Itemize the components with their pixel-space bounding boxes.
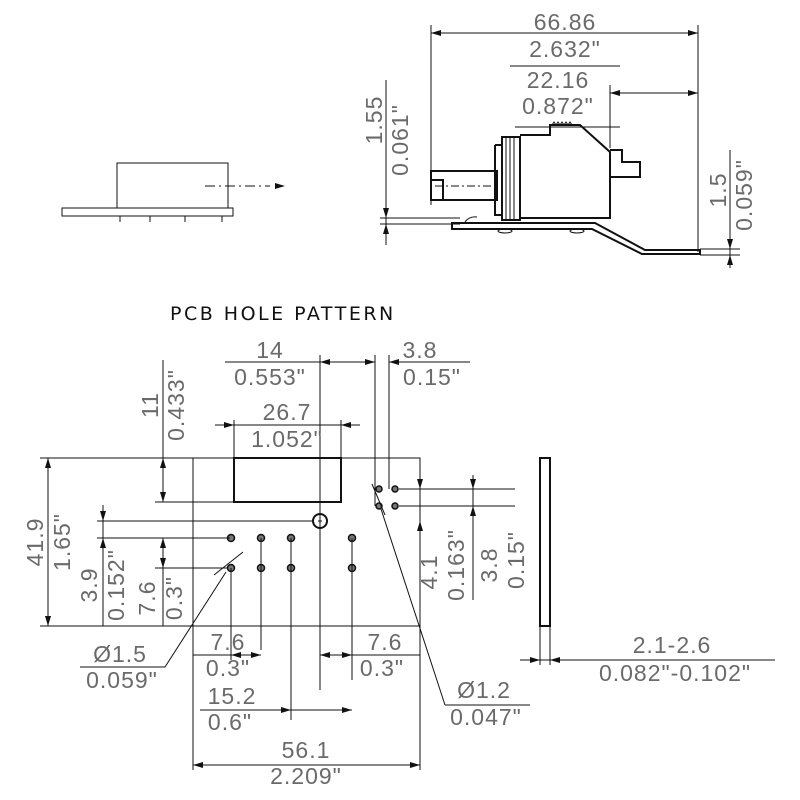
standoff-mm: 1.55 [361, 96, 387, 145]
hole-1-2-in: 0.047" [450, 704, 522, 730]
dim-7-6-left-in: 0.3" [206, 655, 250, 681]
side-view-dimensions: 66.86 2.632" 22.16 0.872" 1.55 0.061" 1.… [361, 9, 757, 268]
dim-15-2-in: 0.6" [208, 709, 252, 735]
dim-11-in: 0.433" [163, 369, 189, 441]
dim-4-1-mm: 4.1 [416, 555, 442, 590]
standoff-in: 0.061" [387, 104, 413, 176]
mini-side-view [61, 162, 285, 222]
dim-3-9-mm: 3.9 [76, 568, 102, 603]
pin-holes [226, 485, 399, 573]
overall-length-mm: 66.86 [534, 9, 597, 35]
rear-length-in: 0.872" [522, 93, 594, 119]
rear-length-mm: 22.16 [527, 67, 590, 93]
plate-thickness-mm: 1.5 [705, 173, 731, 208]
plate-thickness-in: 0.059" [731, 159, 757, 231]
dim-15-2-mm: 15.2 [208, 683, 257, 709]
hole-1-5-mm: Ø1.5 [93, 641, 147, 667]
dim-7-6-v-mm: 7.6 [134, 581, 160, 616]
section-title: PCB HOLE PATTERN [170, 303, 396, 325]
dim-7-6-right-mm: 7.6 [368, 629, 403, 655]
connector-side-view [430, 121, 701, 255]
dim-7-6-left-mm: 7.6 [211, 629, 246, 655]
dim-26-7-mm: 26.7 [263, 399, 312, 425]
dim-3-8-top-mm: 3.8 [403, 337, 438, 363]
dim-3-8-v-in: 0.15" [503, 531, 529, 589]
dim-11-mm: 11 [137, 392, 163, 418]
panel-thickness-mm: 2.1-2.6 [633, 632, 712, 658]
hole-1-5-in: 0.059" [86, 667, 158, 693]
dim-41-9-mm: 41.9 [22, 518, 48, 567]
dim-3-8-top-in: 0.15" [403, 364, 461, 390]
dim-26-7-in: 1.052" [251, 426, 323, 452]
dim-14-mm: 14 [256, 337, 284, 363]
dim-3-8-v-mm: 3.8 [476, 548, 502, 583]
dim-3-9-in: 0.152" [103, 549, 129, 621]
dim-7-6-v-in: 0.3" [161, 576, 187, 620]
hole-1-2-mm: Ø1.2 [457, 677, 511, 703]
dim-14-in: 0.553" [234, 364, 306, 390]
panel-thickness-in: 0.082"-0.102" [599, 660, 751, 686]
direction-arrow-icon [275, 183, 285, 189]
overall-length-in: 2.632" [529, 36, 601, 62]
dim-56-1-in: 2.209" [270, 763, 342, 789]
dim-4-1-in: 0.163" [443, 529, 469, 601]
dim-7-6-right-in: 0.3" [360, 655, 404, 681]
dim-41-9-in: 1.65" [49, 513, 75, 571]
dim-56-1-mm: 56.1 [282, 737, 331, 763]
pcb-dimensions: 14 0.553" 3.8 0.15" 26.7 1.052" 11 0.433… [22, 337, 775, 789]
